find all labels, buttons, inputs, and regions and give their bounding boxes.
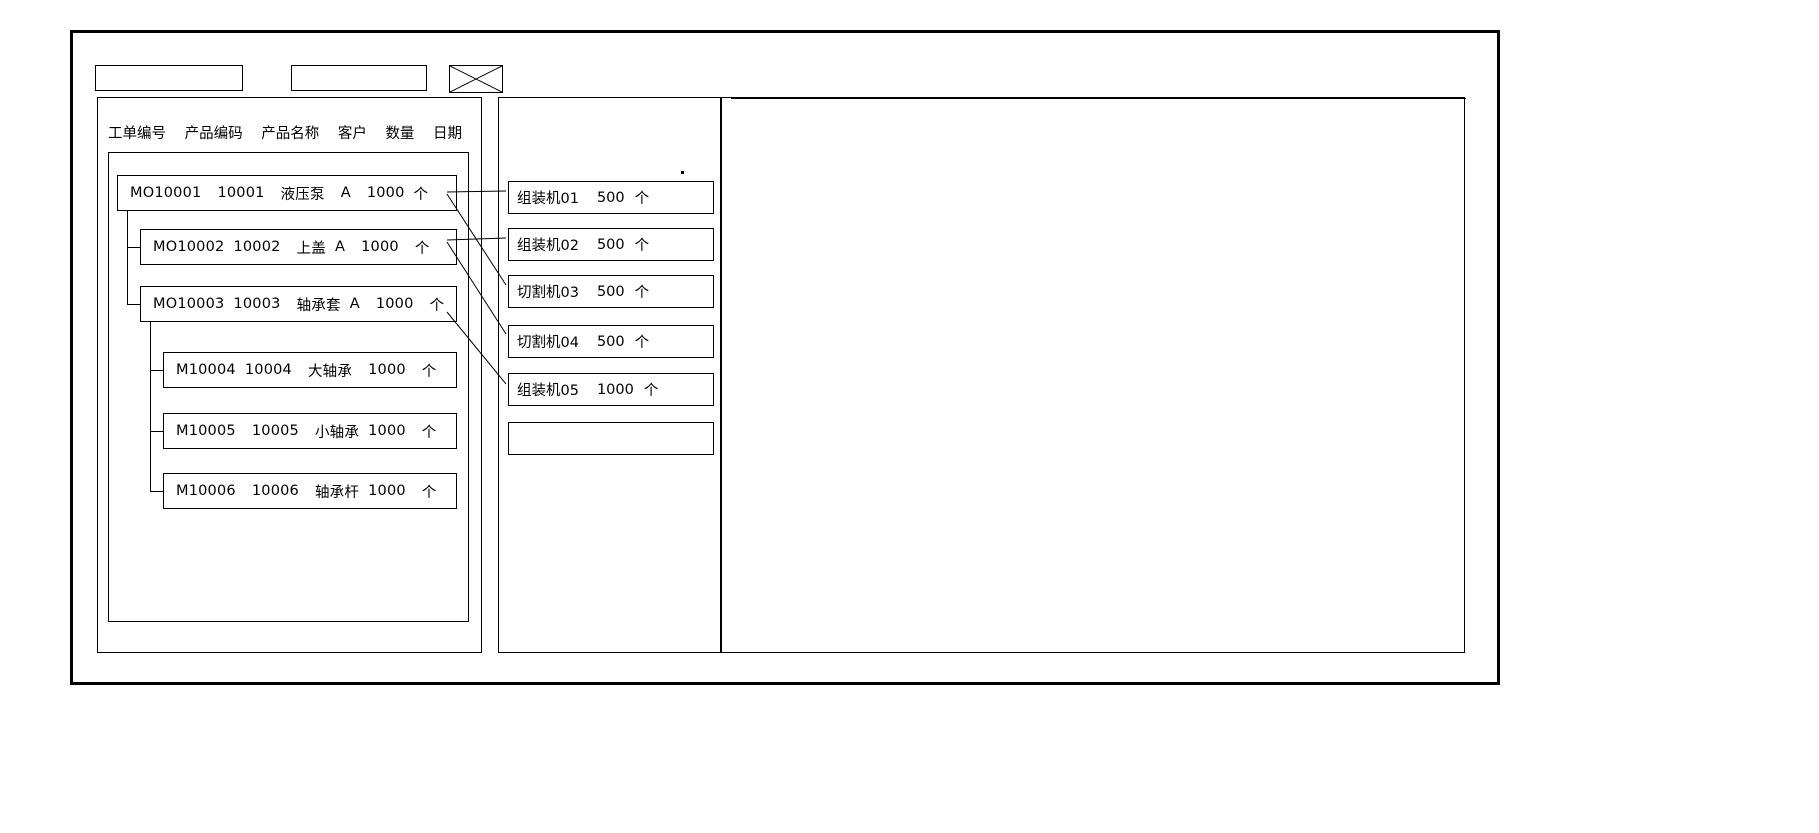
row-qty: 1000: [361, 239, 399, 255]
row-order-no: MO10002: [153, 239, 225, 255]
toolbar: [95, 65, 1475, 95]
row-product-name: 轴承套: [296, 297, 341, 314]
row-product-code: 10001: [217, 185, 265, 201]
machine-qty: 500: [596, 283, 625, 300]
crossed-box-image-placeholder-icon: [449, 65, 503, 93]
machine-unit: 个: [643, 383, 659, 399]
row-unit: 个: [421, 363, 437, 380]
machine-unit: 个: [634, 335, 650, 351]
machine-name: 组装机01: [517, 191, 579, 207]
row-qty: 1000: [368, 423, 406, 439]
row-order-no: MO10001: [130, 185, 202, 201]
machine-card[interactable]: 切割机03 500 个: [508, 275, 714, 308]
machine-qty: 500: [596, 236, 625, 253]
machine-card-empty[interactable]: [508, 422, 714, 455]
row-unit: 个: [413, 186, 429, 203]
row-unit: 个: [421, 484, 437, 501]
machine-qty: 500: [596, 189, 625, 206]
work-order-row[interactable]: MO10003 10003 轴承套 A 1000 个: [140, 286, 457, 322]
machine-name: 组装机05: [517, 383, 579, 399]
application-window: 工单编号 产品编码 产品名称 客户 数量 日期 MO10001: [70, 30, 1500, 685]
row-order-no: M10004: [176, 362, 236, 378]
detail-panel-body: [722, 159, 1464, 653]
work-order-row[interactable]: MO10001 10001 液压泵 A 1000 个: [117, 175, 457, 211]
row-qty: 1000: [368, 483, 406, 499]
machine-name: 切割机04: [517, 335, 579, 351]
row-qty: 1000: [368, 362, 406, 378]
work-order-row[interactable]: M10005 10005 小轴承 1000 个: [163, 413, 457, 449]
row-order-no: M10006: [176, 483, 236, 499]
detail-panel-header: [731, 98, 1466, 158]
machine-allocation-panel: 组装机01 500 个 组装机02 500 个 切割机03 500 个 切割机0…: [498, 97, 721, 653]
machine-name: 切割机03: [517, 285, 579, 301]
toolbar-field-a[interactable]: [95, 65, 243, 91]
row-product-name: 小轴承: [314, 424, 360, 441]
machine-qty: 500: [596, 333, 625, 350]
row-product-code: 10003: [233, 296, 281, 312]
row-product-name: 液压泵: [280, 186, 325, 203]
work-order-row[interactable]: M10006 10006 轴承杆 1000 个: [163, 473, 457, 509]
dot-marker-icon: [681, 171, 684, 174]
machine-card[interactable]: 切割机04 500 个: [508, 325, 714, 358]
machine-unit: 个: [634, 191, 650, 207]
row-unit: 个: [421, 424, 437, 441]
row-customer: A: [349, 296, 360, 312]
tree-connector-vertical-sub: [150, 322, 151, 491]
tree-connector-horizontal-1: [127, 247, 140, 248]
tree-connector-vertical-root: [127, 211, 128, 304]
column-header-date: 日期: [433, 126, 463, 142]
detail-panel-divider: [731, 98, 1466, 99]
machine-card[interactable]: 组装机05 1000 个: [508, 373, 714, 406]
row-product-code: 10002: [233, 239, 281, 255]
tree-connector-horizontal-2: [127, 304, 140, 305]
row-product-name: 大轴承: [307, 363, 353, 380]
row-product-code: 10005: [251, 423, 299, 439]
column-header-customer: 客户: [337, 126, 367, 142]
toolbar-field-b[interactable]: [291, 65, 427, 91]
work-order-tree: MO10001 10001 液压泵 A 1000 个 MO10002 10002…: [108, 152, 469, 622]
machine-card[interactable]: 组装机01 500 个: [508, 181, 714, 214]
machine-unit: 个: [634, 285, 650, 301]
row-unit: 个: [429, 297, 445, 314]
detail-panel: [721, 97, 1466, 653]
row-qty: 1000: [366, 185, 405, 201]
column-header-product-name: 产品名称: [261, 126, 320, 142]
work-order-column-headers: 工单编号 产品编码 产品名称 客户 数量 日期: [108, 122, 468, 144]
row-customer: A: [335, 239, 346, 255]
row-order-no: M10005: [176, 423, 236, 439]
work-order-row[interactable]: MO10002 10002 上盖 A 1000 个: [140, 229, 457, 265]
tree-connector-horizontal-4: [150, 431, 163, 432]
row-product-name: 轴承杆: [314, 484, 360, 501]
row-product-code: 10004: [244, 362, 292, 378]
machine-name: 组装机02: [517, 238, 579, 254]
row-qty: 1000: [375, 296, 414, 312]
work-order-panel: 工单编号 产品编码 产品名称 客户 数量 日期 MO10001: [97, 97, 482, 653]
column-header-product-code: 产品编码: [184, 126, 243, 142]
machine-unit: 个: [634, 238, 650, 254]
tree-connector-horizontal-5: [150, 491, 163, 492]
column-header-order-no: 工单编号: [108, 126, 166, 142]
machine-qty: 1000: [596, 381, 634, 398]
row-customer: A: [340, 185, 351, 201]
row-order-no: MO10003: [153, 296, 225, 312]
row-product-name: 上盖: [296, 240, 326, 257]
machine-card[interactable]: 组装机02 500 个: [508, 228, 714, 261]
row-unit: 个: [414, 240, 430, 257]
tree-connector-horizontal-3: [150, 370, 163, 371]
column-header-qty: 数量: [385, 126, 415, 142]
row-product-code: 10006: [251, 483, 299, 499]
work-order-row[interactable]: M10004 10004 大轴承 1000 个: [163, 352, 457, 388]
